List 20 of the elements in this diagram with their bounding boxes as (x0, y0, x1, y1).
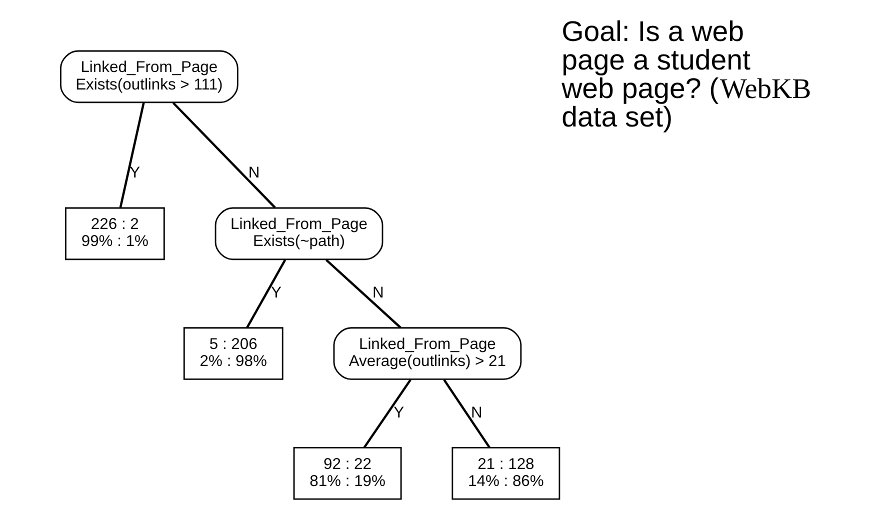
edge-label: Y (270, 284, 282, 302)
connector (172, 102, 276, 208)
connector (246, 259, 286, 328)
edge-label: Y (130, 164, 140, 182)
label: Goal: Is a web page a student web page? (WebKB data set) (562, 16, 812, 134)
connector (325, 259, 402, 329)
node-box: Linked_From_Page Exists(~path) (214, 207, 384, 260)
node-box: 5 : 206 2% : 98% (183, 327, 284, 380)
node-box: Linked_From_Page Average(outlinks) > 21 (333, 327, 522, 380)
connector (363, 379, 412, 448)
node-box: 226 : 2 99% : 1% (65, 207, 165, 260)
edge-label: N (471, 404, 482, 422)
edge-label: Y (394, 404, 404, 422)
node-box: 21 : 128 14% : 86% (452, 447, 560, 500)
edge-label: N (248, 164, 260, 182)
connector (443, 379, 491, 448)
edge-label: N (372, 284, 384, 302)
connector (119, 102, 145, 208)
node-box: Linked_From_Page Exists(outlinks > 111) (60, 50, 238, 104)
node-box: 92 : 22 81% : 19% (293, 447, 402, 500)
